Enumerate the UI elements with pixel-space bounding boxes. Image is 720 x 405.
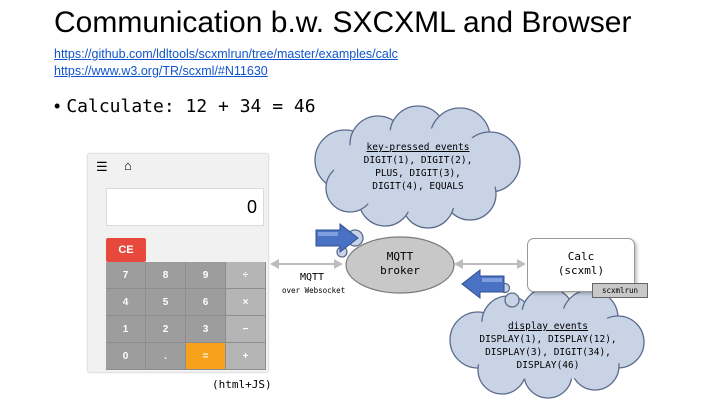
key-6[interactable]: 6	[186, 289, 226, 316]
key-events-line: PLUS, DIGIT(3),	[375, 168, 461, 179]
display-events-title: display events	[507, 321, 589, 332]
broker-label-line: MQTT	[386, 250, 414, 263]
calculator-topbar: ☰ ⌂	[88, 154, 268, 180]
mqtt-link-label: MQTT	[300, 272, 325, 283]
broker-ellipse	[345, 236, 455, 294]
right-arrow-icon	[315, 222, 359, 254]
menu-icon[interactable]: ☰	[96, 159, 108, 174]
key-events-line: DIGIT(1), DIGIT(2),	[363, 155, 473, 166]
key-divide[interactable]: ÷	[226, 262, 266, 289]
calculator-caption: (html+JS)	[212, 378, 272, 391]
scxml-calc-label-line: Calc	[567, 250, 595, 263]
calculator-keypad: 7 8 9 ÷ 4 5 6 × 1 2 3 − 0 . = +	[106, 262, 266, 370]
scxmlrun-tag: scxmlrun	[592, 283, 648, 298]
bullet-text: Calculate: 12 + 34 = 46	[66, 96, 316, 117]
key-events-title: key-pressed events	[366, 142, 470, 153]
scxml-calc-label: Calc (scxml)	[527, 250, 635, 278]
github-link[interactable]: https://github.com/ldltools/scxmlrun/tre…	[54, 47, 398, 61]
key-1[interactable]: 1	[106, 316, 146, 343]
display-events-line: DISPLAY(1), DISPLAY(12),	[479, 334, 617, 345]
mqtt-link-sublabel: over Websocket	[282, 286, 346, 295]
connector-calculator-broker	[270, 259, 343, 269]
w3c-spec-link[interactable]: https://www.w3.org/TR/scxml/#N11630	[54, 64, 268, 78]
display-events-text: display events DISPLAY(1), DISPLAY(12), …	[466, 320, 630, 372]
home-icon[interactable]: ⌂	[124, 158, 132, 173]
key-minus[interactable]: −	[226, 316, 266, 343]
key-3[interactable]: 3	[186, 316, 226, 343]
key-equals[interactable]: =	[186, 343, 226, 370]
bullet-item: •Calculate: 12 + 34 = 46	[54, 96, 316, 117]
key-0[interactable]: 0	[106, 343, 146, 370]
key-9[interactable]: 9	[186, 262, 226, 289]
key-4[interactable]: 4	[106, 289, 146, 316]
key-7[interactable]: 7	[106, 262, 146, 289]
left-arrow-icon	[461, 268, 505, 300]
scxml-calc-label-line: (scxml)	[557, 264, 605, 277]
key-decimal[interactable]: .	[146, 343, 186, 370]
key-5[interactable]: 5	[146, 289, 186, 316]
key-events-text: key-pressed events DIGIT(1), DIGIT(2), P…	[340, 141, 496, 193]
broker-label-line: broker	[380, 264, 420, 277]
display-events-line: DISPLAY(3), DIGIT(34),	[485, 347, 611, 358]
broker-label: MQTT broker	[346, 250, 454, 278]
connector-broker-calc	[454, 259, 526, 269]
key-8[interactable]: 8	[146, 262, 186, 289]
slide-title: Communication b.w. SXCXML and Browser	[54, 6, 632, 39]
calculator-app: ☰ ⌂ 0 CE 7 8 9 ÷ 4 5 6 × 1 2 3 − 0 . = +	[88, 154, 268, 372]
clear-entry-button[interactable]: CE	[106, 238, 146, 262]
key-2[interactable]: 2	[146, 316, 186, 343]
key-plus[interactable]: +	[226, 343, 266, 370]
key-events-line: DIGIT(4), EQUALS	[372, 181, 464, 192]
calculator-display: 0	[106, 188, 264, 226]
display-events-line: DISPLAY(46)	[516, 360, 580, 371]
key-multiply[interactable]: ×	[226, 289, 266, 316]
